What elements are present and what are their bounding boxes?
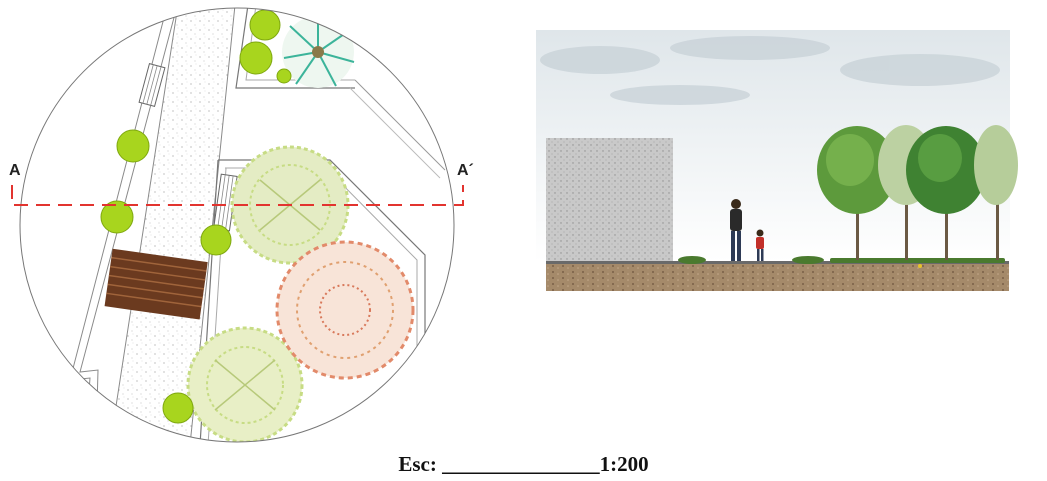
section-view	[536, 30, 1018, 291]
stone-bench	[138, 62, 166, 108]
wooden-bench	[104, 248, 208, 320]
concrete-wall	[546, 138, 673, 264]
stone-bench	[213, 173, 238, 232]
palm-plant	[282, 16, 355, 88]
plan-boundary	[19, 7, 455, 443]
person-child	[756, 229, 764, 261]
tree	[974, 125, 1018, 260]
plan-view	[11, 7, 464, 443]
canopy-tree	[186, 326, 304, 442]
shrub	[100, 9, 292, 424]
ground-soil	[546, 263, 1009, 291]
section-line	[11, 185, 464, 206]
light-marker	[918, 264, 922, 268]
hedge	[678, 256, 1005, 264]
scale-caption: Esc: _______________1:200	[398, 452, 649, 476]
section-end-label: A´	[457, 162, 474, 179]
flowering-tree	[275, 240, 415, 380]
person-adult	[730, 199, 742, 261]
section-start-label: A	[9, 162, 21, 179]
cloud	[540, 36, 1000, 105]
tree	[906, 126, 986, 260]
tree	[817, 126, 897, 260]
